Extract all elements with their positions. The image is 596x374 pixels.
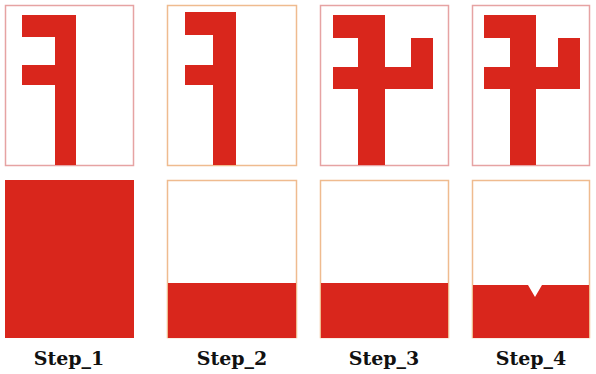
glyph-frame — [473, 6, 590, 166]
glyph — [22, 15, 76, 165]
glyph-frame — [321, 6, 449, 166]
fill-box — [5, 180, 134, 338]
step-label: Step_3 — [349, 347, 420, 369]
fill-box — [168, 181, 297, 338]
step-label: Step_4 — [496, 347, 567, 369]
fill-level — [473, 285, 589, 338]
fill-box — [473, 181, 590, 338]
glyph — [185, 12, 236, 165]
step-label: Step_2 — [197, 347, 268, 369]
fill-box — [321, 181, 449, 338]
fill-level — [321, 283, 448, 338]
glyph-frame — [168, 6, 297, 166]
step-label: Step_1 — [34, 347, 105, 369]
glyph — [484, 15, 580, 165]
fill-level — [168, 283, 296, 338]
glyph-frame — [6, 6, 134, 166]
glyph — [333, 15, 433, 165]
